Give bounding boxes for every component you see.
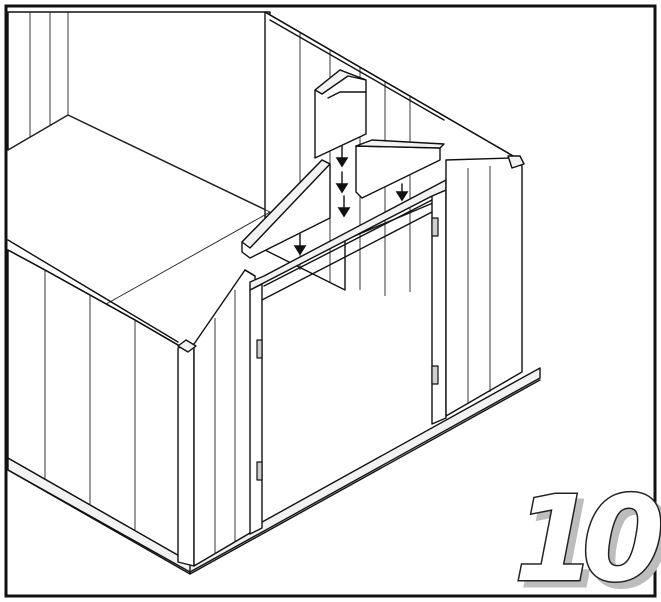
latch <box>431 365 439 385</box>
gable-top-piece <box>314 69 367 159</box>
corner-cap <box>177 339 197 353</box>
step-number-shadow: 10 <box>520 476 661 602</box>
arrow-icon <box>293 233 307 256</box>
border-frame <box>4 4 657 598</box>
arrow-icon <box>335 145 349 168</box>
gable-left-piece <box>241 159 331 259</box>
left-side-wall <box>7 239 191 563</box>
arrow-icon <box>337 195 351 218</box>
latch <box>431 217 439 237</box>
hinge <box>256 339 263 359</box>
arrow-icon <box>395 183 409 202</box>
corner-post <box>177 343 195 567</box>
hinge <box>256 461 263 481</box>
door-frame <box>249 179 447 535</box>
step-number: 10 <box>514 470 660 602</box>
gable-right-piece <box>355 139 445 199</box>
down-arrows <box>293 145 409 256</box>
arrow-icon <box>335 171 349 194</box>
interior-floor-lines <box>7 114 271 331</box>
back-left-wall <box>7 11 271 213</box>
front-right-wall <box>445 155 525 417</box>
front-gable-left <box>193 269 256 567</box>
